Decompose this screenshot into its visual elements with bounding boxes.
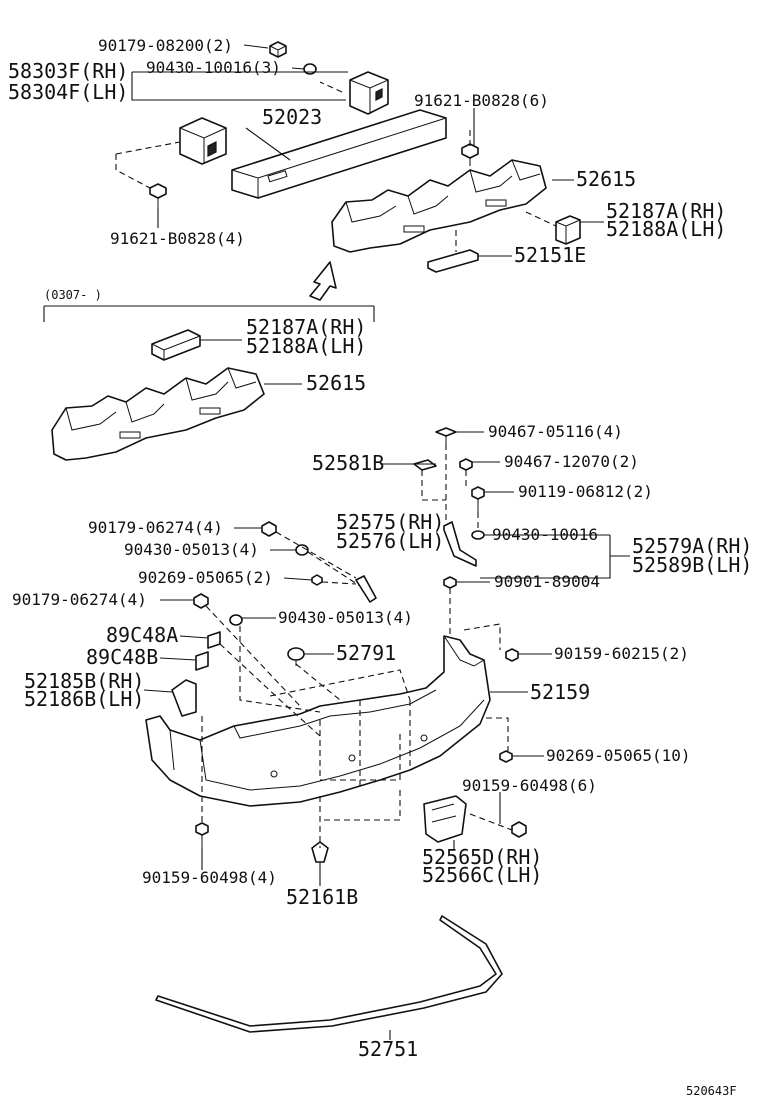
label-screw-bottom: 90159-60498(4) — [142, 868, 277, 887]
label-support-lh: 52576(LH) — [336, 529, 444, 553]
label-clip-b: 90467-12070(2) — [504, 452, 639, 471]
nut-c-part — [443, 576, 457, 589]
label-bolt-c: 90119-06812(2) — [518, 482, 653, 501]
label-screw-right-2: 90269-05065(10) — [546, 746, 691, 765]
absorber-top-part — [331, 159, 547, 253]
retainer-left-part — [179, 117, 227, 165]
reinforcement-part — [231, 109, 447, 199]
bracket-alt-part — [151, 329, 201, 361]
screw-bottom-part — [195, 822, 209, 848]
label-retainer-lh: 58304F(LH) — [8, 80, 128, 104]
label-pad: 52581B — [312, 451, 384, 475]
label-retainer-a: 89C48A — [106, 623, 178, 647]
label-side-bracket-rh: 52185B(RH) — [24, 669, 144, 693]
side-bracket-part — [171, 679, 197, 717]
label-screw-right: 90159-60215(2) — [554, 644, 689, 663]
support-part — [355, 575, 377, 603]
label-nut-left-2: 90179-06274(4) — [12, 590, 147, 609]
label-bolt-left-top: 91621-B0828(4) — [110, 229, 245, 248]
label-bracket-lh-alt: 52188A(LH) — [246, 334, 366, 358]
label-retainer-rh: 58303F(RH) — [8, 59, 128, 83]
screw-right-3-part — [511, 821, 527, 838]
bolt-left-top-part — [149, 183, 167, 208]
nut-left-2-part — [193, 593, 209, 609]
side-retainer-part — [423, 795, 467, 843]
washer-left-2-part — [229, 614, 243, 626]
variant-bracket — [43, 305, 375, 322]
nut-left-1-part — [261, 521, 277, 537]
label-nut-top: 90179-08200(2) — [98, 36, 233, 55]
spacer-part — [427, 249, 479, 273]
bolt-c-part — [471, 486, 485, 512]
label-side-retainer-lh: 52566C(LH) — [422, 863, 542, 887]
label-bracket-lh-top: 52188A(LH) — [606, 217, 726, 241]
label-variant-range: (0307- ) — [44, 288, 102, 302]
label-washer-left-1: 90430-05013(4) — [124, 540, 259, 559]
screw-right-part — [505, 648, 519, 662]
label-nut-left-1: 90179-06274(4) — [88, 518, 223, 537]
screw-left-part — [311, 574, 323, 586]
pad-part — [413, 459, 437, 471]
leader-lines — [131, 44, 630, 1040]
label-grommet: 52791 — [336, 641, 396, 665]
label-nut-c: 90901-89004 — [494, 572, 600, 591]
label-screw-right-3: 90159-60498(6) — [462, 776, 597, 795]
label-clip-a: 90467-05116(4) — [488, 422, 623, 441]
bracket-top-part — [555, 215, 581, 245]
label-bolt-right-top: 91621-B0828(6) — [414, 91, 549, 110]
label-support-rh: 52575(RH) — [336, 510, 444, 534]
label-reinforcement: 52023 — [262, 105, 322, 129]
washer-left-1-part — [295, 544, 309, 556]
dashed-lines — [115, 81, 557, 848]
label-screw-left: 90269-05065(2) — [138, 568, 273, 587]
label-spacer: 52151E — [514, 243, 586, 267]
grommet-part — [287, 647, 305, 666]
clip-a-part — [435, 427, 457, 444]
label-bracket-rh-top: 52187A(RH) — [606, 199, 726, 223]
absorber-alt-part — [51, 367, 265, 461]
label-absorber-top: 52615 — [576, 167, 636, 191]
label-washer-left-2: 90430-05013(4) — [278, 608, 413, 627]
stay-part — [443, 521, 477, 567]
label-stay-rh: 52579A(RH) — [632, 534, 752, 558]
label-stay-lh: 52589B(LH) — [632, 553, 752, 577]
label-bumper-cover: 52159 — [530, 680, 590, 704]
bolt-right-top-part — [461, 143, 479, 166]
direction-arrow — [309, 261, 337, 301]
label-washer-top: 90430-10016(3) — [146, 58, 281, 77]
molding-part — [155, 915, 503, 1033]
screw-right-2-part — [499, 750, 513, 763]
catalog-code: 520643F — [686, 1084, 737, 1098]
label-washer-c: 90430-10016 — [492, 525, 598, 544]
washer-c-part — [471, 530, 485, 540]
clip-bottom-part — [311, 841, 329, 863]
retainer-right-part — [349, 71, 389, 115]
label-molding: 52751 — [358, 1037, 418, 1061]
label-bracket-rh-alt: 52187A(RH) — [246, 315, 366, 339]
label-retainer-b: 89C48B — [86, 645, 158, 669]
label-absorber-alt: 52615 — [306, 371, 366, 395]
label-side-retainer-rh: 52565D(RH) — [422, 845, 542, 869]
retainer-a-part — [207, 631, 221, 649]
label-side-bracket-lh: 52186B(LH) — [24, 687, 144, 711]
retainer-b-part — [195, 651, 209, 671]
nut-top-part — [269, 41, 287, 58]
clip-b-part — [459, 458, 473, 471]
label-clip-bottom: 52161B — [286, 885, 358, 909]
